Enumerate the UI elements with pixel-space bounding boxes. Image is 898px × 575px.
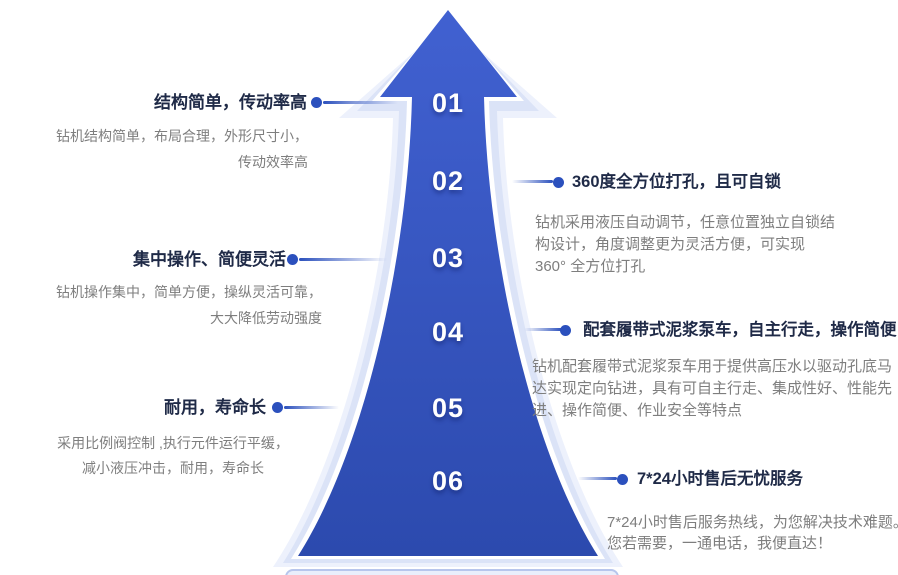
left-section3-bullet-dot [272,402,283,413]
arrow-step-number-3: 03 [431,243,465,273]
right-section2-leader-line [524,328,562,331]
arrow-step-number-4: 04 [431,317,465,347]
right-section1-desc-line1: 钻机采用液压自动调节，任意位置独立自锁结 [535,214,836,231]
right-section2-desc-line2: 达实现定向钻进，具有可自主行走、集成性好、性能先 [532,380,893,397]
right-section3-title: 7*24小时售后无忧服务 [637,470,803,488]
right-section3-bullet-dot [617,474,628,485]
right-section2-bullet-dot [560,325,571,336]
right-section3-desc-line1: 7*24小时售后服务热线，为您解决技术难题。 [607,514,898,531]
right-section2-title: 配套履带式泥浆泵车，自主行走，操作简便 [583,321,897,339]
left-section1-leader-line [323,101,398,104]
right-section1-desc-line3: 360° 全方位打孔 [535,258,646,275]
right-section1-desc-line2: 构设计，角度调整更为灵活方便，可实现 [535,236,806,253]
right-section2-desc-line3: 进、操作简便、作业安全等特点 [532,402,743,419]
left-section1-title: 结构简单，传动率高 [154,93,307,112]
left-section3-desc-line1: 采用比例阀控制 ,执行元件运行平缓， [57,435,289,451]
right-section1-leader-line [512,180,553,183]
right-section3-description: 7*24小时售后服务热线，为您解决技术难题。 您若需要，一通电话，我便直达！ [607,512,898,554]
left-section3-leader-line [284,406,339,409]
left-section3-description: 采用比例阀控制 ,执行元件运行平缓， 减小液压冲击，耐用，寿命长 [28,431,318,481]
right-section1-bullet-dot [553,177,564,188]
right-section3-desc-line2: 您若需要，一通电话，我便直达！ [607,535,833,552]
left-section2-title: 集中操作、简便灵活 [133,250,286,269]
left-section2-leader-line [299,258,387,261]
right-section2-desc-line1: 钻机配套履带式泥浆泵车用于提供高压水以驱动孔底马 [532,358,893,375]
right-section1-description: 钻机采用液压自动调节，任意位置独立自锁结 构设计，角度调整更为灵活方便，可实现 … [535,212,835,278]
left-section1-desc-line1: 钻机结构简单，布局合理，外形尺寸小， [56,128,308,144]
left-section1-description: 钻机结构简单，布局合理，外形尺寸小， 传动效率高 [56,123,308,175]
left-section2-description: 钻机操作集中，简单方便，操纵灵活可靠， 大大降低劳动强度 [56,279,322,331]
right-section3-leader-line [578,477,617,480]
left-section1-bullet-dot [311,97,322,108]
left-section2-desc-line1: 钻机操作集中，简单方便，操纵灵活可靠， [56,284,322,300]
arrow-step-number-2: 02 [431,166,465,196]
arrow-step-number-1: 01 [431,88,465,118]
arrow-body-shape [298,10,598,556]
arrow-step-number-5: 05 [431,393,465,423]
right-section2-description: 钻机配套履带式泥浆泵车用于提供高压水以驱动孔底马 达实现定向钻进，具有可自主行走… [532,356,892,422]
right-section1-title: 360度全方位打孔，且可自锁 [572,173,782,191]
left-section3-title: 耐用，寿命长 [164,398,266,417]
left-section2-bullet-dot [287,254,298,265]
left-section2-desc-line2: 大大降低劳动强度 [210,310,322,326]
left-section3-desc-line2: 减小液压冲击，耐用，寿命长 [82,460,264,476]
left-section1-desc-line2: 传动效率高 [238,154,308,170]
arrow-step-number-6: 06 [431,466,465,496]
pedestal-bar [285,569,619,575]
